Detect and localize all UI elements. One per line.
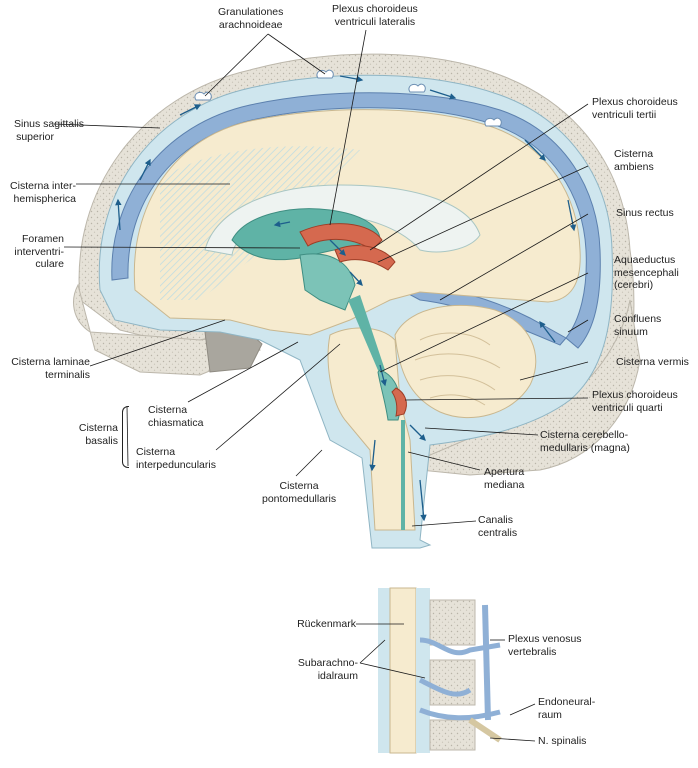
occipital-bone xyxy=(419,299,641,476)
ventriculus-tertius xyxy=(299,253,356,311)
sinus-sagittalis-superior xyxy=(111,92,601,349)
label-rueckenmark: Rückenmark xyxy=(297,618,356,630)
label-sinus-rectus: Sinus rectus xyxy=(616,207,674,219)
label-endoneuralraum: Endoneural-raum xyxy=(538,696,596,721)
canalis-centralis-tube xyxy=(401,420,405,530)
basalis-brace xyxy=(122,406,129,468)
label-n-spinalis: N. spinalis xyxy=(538,735,587,747)
cerebellum xyxy=(394,304,537,419)
plexus-choroideus-quartus xyxy=(391,387,407,417)
csf-flow-arrows xyxy=(115,75,577,522)
plexus-choroideus-tertius xyxy=(334,245,396,271)
label-cisterna-interhemispherica: Cisterna inter-hemispherica xyxy=(10,180,76,205)
granulationes-arachnoideae xyxy=(194,69,502,127)
leader-lines xyxy=(53,29,589,742)
spinal-inset xyxy=(372,585,542,755)
aquaeductus xyxy=(348,295,385,375)
brainstem xyxy=(327,327,416,531)
label-cisterna-vermis: Cisterna vermis xyxy=(616,356,689,368)
label-cisterna-cerebellomedullaris: Cisterna cerebello-medullaris (magna) xyxy=(540,429,630,454)
label-subarachnoidalraum: Subarachno-idalraum xyxy=(297,657,358,682)
cerebellum-folia xyxy=(414,332,501,406)
